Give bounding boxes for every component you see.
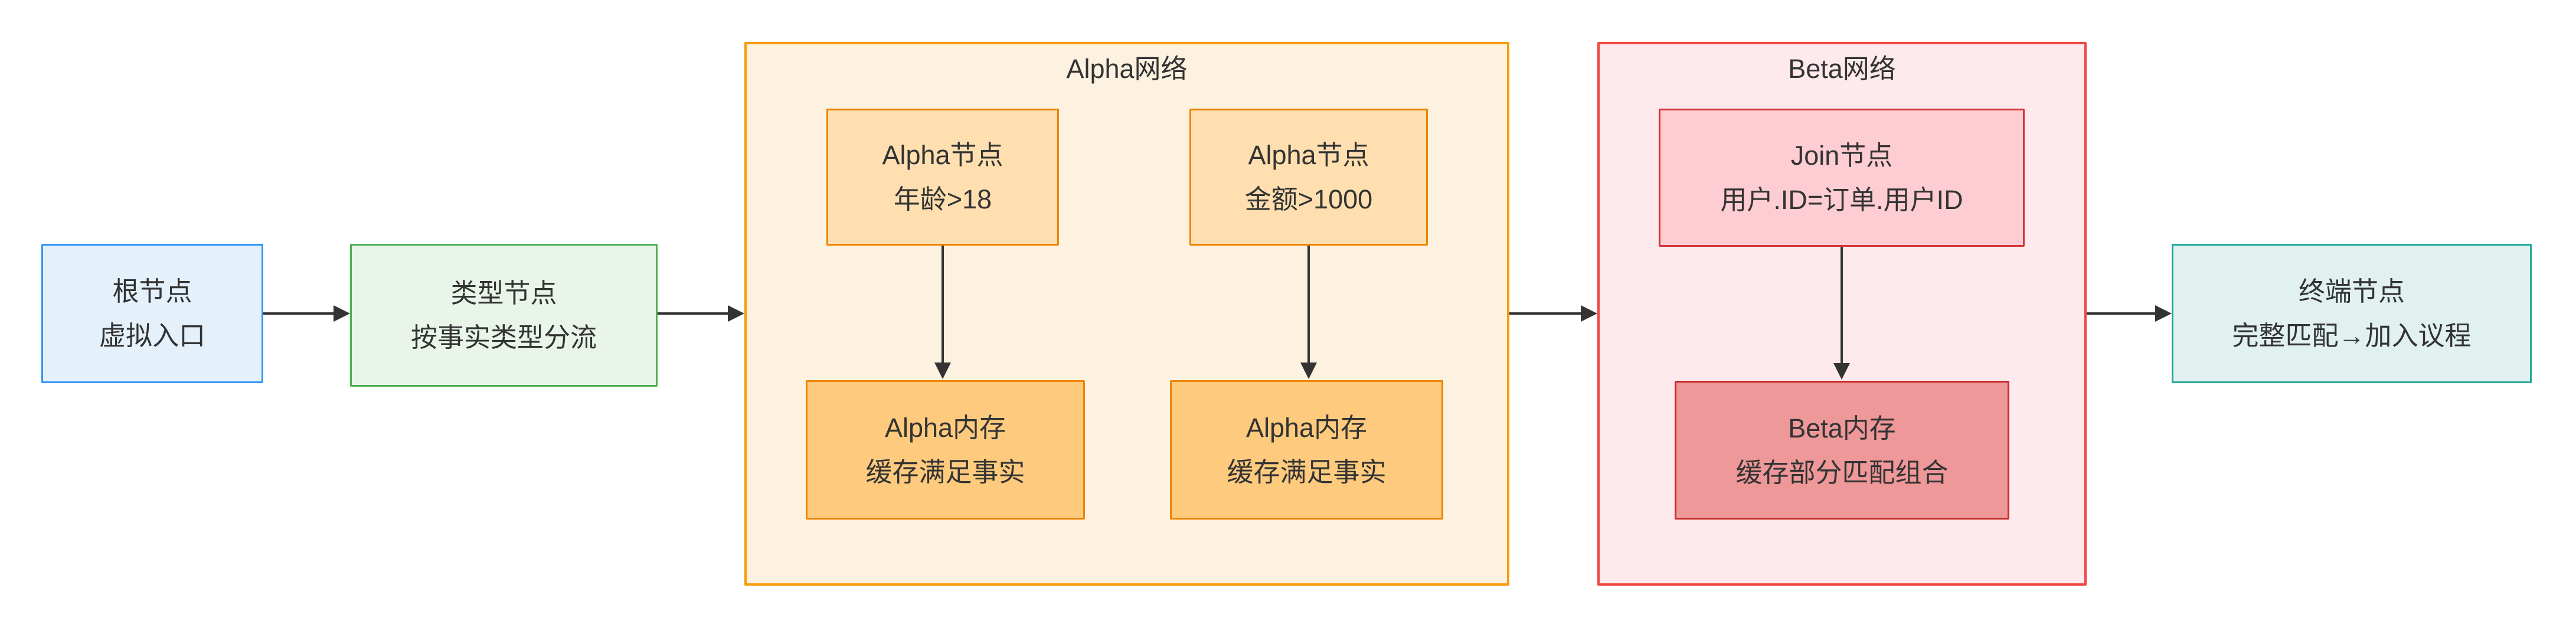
arrow-root-to-type-line [263,312,335,315]
alpha-memory-left-label-line1: Alpha内存 [884,413,1006,443]
alpha-node-amount: Alpha节点 金额>1000 [1189,109,1428,246]
type-node: 类型节点 按事实类型分流 [350,244,658,387]
beta-network-title: Beta网络 [1788,54,1896,84]
type-node-label-line1: 类型节点 [450,278,557,308]
terminal-node-label-line1: 终端节点 [2298,276,2405,306]
join-node-label-line2: 用户.ID=订单.用户ID [1720,185,1963,215]
arrow-alpha-node-amount-to-memory-head [1300,363,1317,379]
beta-memory-node: Beta内存 缓存部分匹配组合 [1675,381,2009,520]
root-node-label-line1: 根节点 [112,276,192,306]
join-node: Join节点 用户.ID=订单.用户ID [1659,109,2025,247]
arrow-alpha-node-age-to-memory-head [934,363,951,379]
arrow-alpha-to-beta-line [1509,312,1582,315]
root-node: 根节点 虚拟入口 [41,244,263,383]
beta-memory-label-line2: 缓存部分匹配组合 [1735,457,1949,488]
alpha-node-amount-label-line2: 金额>1000 [1244,184,1373,214]
arrow-alpha-to-beta-head [1581,305,1597,322]
alpha-node-age-label-line2: 年龄>18 [893,184,992,214]
arrow-alpha-node-amount-to-memory-line [1307,246,1310,364]
terminal-node-label-line2: 完整匹配→加入议程 [2232,321,2472,351]
alpha-memory-left-node: Alpha内存 缓存满足事实 [806,380,1085,520]
alpha-memory-right-label-line2: 缓存满足事实 [1227,457,1387,487]
arrow-type-to-alpha-head [728,305,744,322]
arrow-alpha-node-age-to-memory-line [942,246,944,364]
arrow-join-to-beta-memory-line [1841,247,1843,364]
alpha-network-title: Alpha网络 [1066,54,1188,84]
arrow-join-to-beta-memory-head [1833,363,1850,380]
alpha-memory-left-label-line2: 缓存满足事实 [865,457,1025,487]
alpha-node-age: Alpha节点 年龄>18 [826,109,1059,246]
alpha-node-amount-label-line1: Alpha节点 [1248,140,1369,170]
join-node-label-line1: Join节点 [1790,141,1893,171]
beta-memory-label-line1: Beta内存 [1788,413,1896,443]
arrow-type-to-alpha-line [658,312,729,315]
arrow-beta-to-terminal-line [2087,312,2156,315]
alpha-memory-right-node: Alpha内存 缓存满足事实 [1170,380,1443,520]
alpha-node-age-label-line1: Alpha节点 [882,140,1003,170]
arrow-beta-to-terminal-head [2155,305,2172,322]
terminal-node: 终端节点 完整匹配→加入议程 [2172,244,2532,383]
root-node-label-line2: 虚拟入口 [99,321,205,351]
type-node-label-line2: 按事实类型分流 [410,322,597,352]
alpha-memory-right-label-line1: Alpha内存 [1245,413,1368,443]
arrow-root-to-type-head [334,305,350,322]
